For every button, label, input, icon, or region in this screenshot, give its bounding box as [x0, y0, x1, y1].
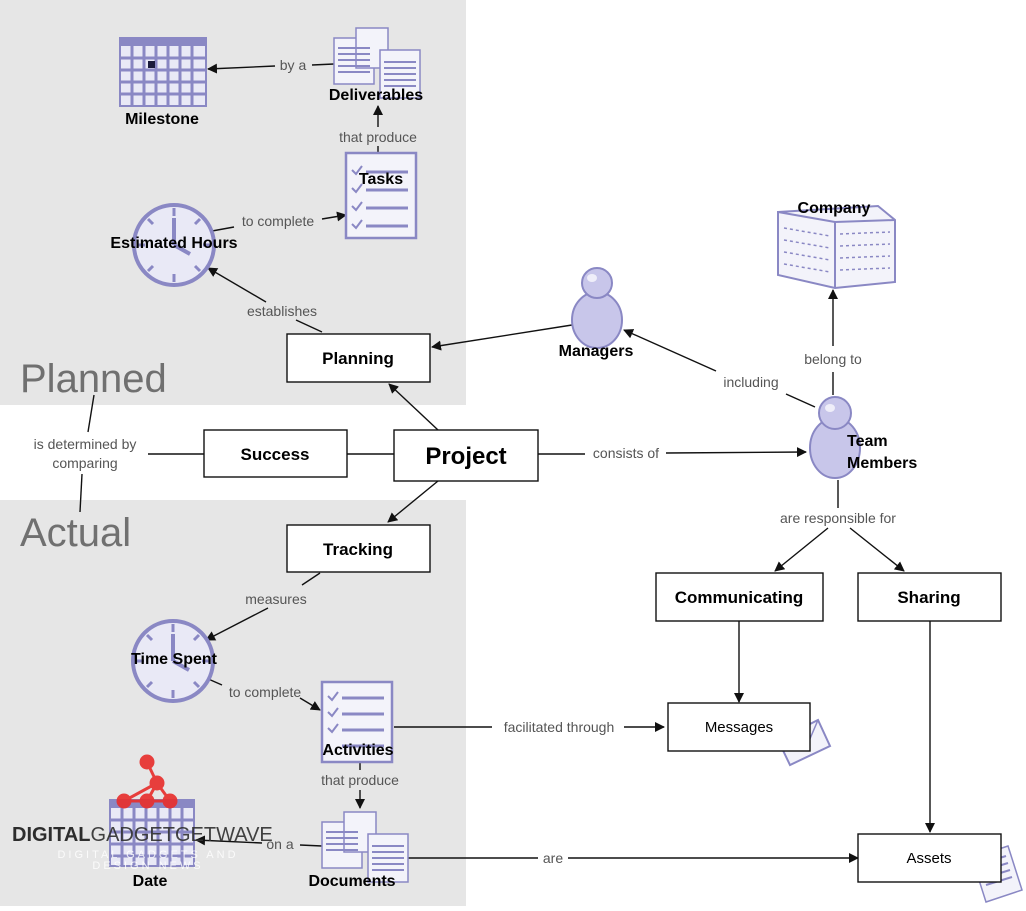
- node-assets-label: Assets: [906, 850, 951, 867]
- edge-label-are: are: [543, 850, 563, 866]
- team-member-person-icon: [809, 396, 861, 479]
- checklist-icon: [344, 151, 418, 240]
- node-communicating[interactable]: Communicating: [655, 572, 824, 622]
- node-messages[interactable]: Messages: [667, 702, 811, 752]
- edge-label-consists-of: consists of: [593, 445, 659, 461]
- node-tracking-label: Tracking: [323, 540, 393, 559]
- watermark-tagline-line2: DESIGN NEWS: [92, 860, 203, 872]
- node-project-label: Project: [425, 443, 506, 470]
- node-company-label[interactable]: Company: [798, 200, 871, 217]
- node-date-label[interactable]: Date: [133, 873, 168, 890]
- edge-label-to-complete-bottom: to complete: [229, 684, 302, 700]
- edge-label-including: including: [723, 374, 778, 390]
- node-planning-label: Planning: [322, 349, 394, 368]
- node-success[interactable]: Success: [203, 429, 348, 478]
- node-documents-label[interactable]: Documents: [308, 873, 395, 890]
- watermark-brand: DIGITALGADGETGETWAVE: [12, 824, 273, 846]
- edge-label-establishes: establishes: [247, 303, 317, 319]
- edge-label-measures: measures: [245, 591, 306, 607]
- node-team-members-label-line1[interactable]: Team: [847, 433, 888, 450]
- node-sharing-label: Sharing: [897, 588, 960, 607]
- clock-icon: [132, 203, 216, 287]
- node-estimated-hours-label[interactable]: Estimated Hours: [110, 235, 237, 252]
- planned-region-title: Planned: [20, 357, 167, 401]
- manager-person-icon: [571, 267, 623, 349]
- edge-label-that-produce-top: that produce: [339, 129, 417, 145]
- node-activities-label[interactable]: Activities: [322, 742, 393, 759]
- node-team-members-label-line2[interactable]: Members: [847, 455, 917, 472]
- node-tasks-label[interactable]: Tasks: [359, 171, 403, 188]
- node-tracking[interactable]: Tracking: [286, 524, 431, 573]
- building-icon: [777, 204, 896, 290]
- node-planning[interactable]: Planning: [286, 333, 431, 383]
- actual-region-title: Actual: [20, 511, 131, 555]
- checklist-icon: [320, 680, 394, 764]
- node-communicating-label: Communicating: [675, 588, 803, 607]
- node-deliverables-label[interactable]: Deliverables: [329, 87, 423, 104]
- node-time-spent-label[interactable]: Time Spent: [131, 651, 218, 668]
- edge-label-facilitated-through: facilitated through: [504, 719, 615, 735]
- watermark: DIGITALGADGETGETWAVE DIGITAL GADGETS AND…: [12, 754, 273, 872]
- edge-label-on-a: on a: [266, 836, 293, 852]
- edge-label-comparing: comparing: [52, 455, 117, 471]
- edge-label-by-a: by a: [280, 57, 307, 73]
- node-assets[interactable]: Assets: [857, 833, 1002, 883]
- edge-label-that-produce-bottom: that produce: [321, 772, 399, 788]
- watermark-logo: [116, 754, 178, 809]
- node-sharing[interactable]: Sharing: [857, 572, 1002, 622]
- calendar-icon: [119, 37, 207, 107]
- edge-label-is-determined-by: is determined by: [34, 436, 137, 452]
- watermark-tagline-line1: DIGITAL GADGETS AND: [57, 849, 238, 861]
- node-messages-label: Messages: [705, 719, 773, 736]
- node-project[interactable]: Project: [393, 429, 539, 482]
- documents-icon: [321, 811, 409, 883]
- edge-label-are-responsible-for: are responsible for: [780, 510, 896, 526]
- edge-label-to-complete-top: to complete: [242, 213, 315, 229]
- clock-icon: [131, 619, 215, 703]
- node-success-label: Success: [241, 445, 310, 464]
- documents-icon: [333, 27, 421, 99]
- node-managers-label[interactable]: Managers: [559, 343, 634, 360]
- node-milestone-label[interactable]: Milestone: [125, 111, 199, 128]
- edge-label-belong-to: belong to: [804, 351, 862, 367]
